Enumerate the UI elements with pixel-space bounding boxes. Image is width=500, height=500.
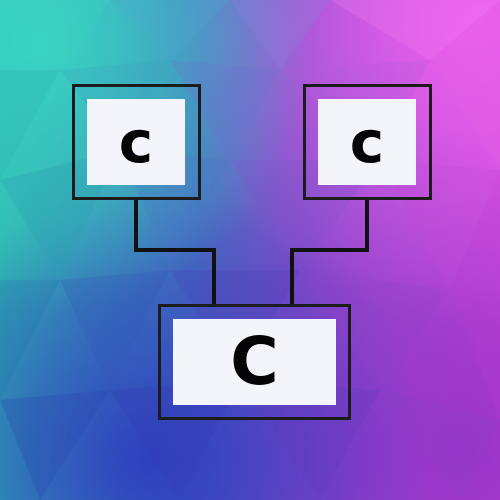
node-top-left-box: c <box>87 99 185 185</box>
node-top-left[interactable]: c <box>72 84 201 200</box>
node-top-right[interactable]: c <box>303 84 432 200</box>
connector-top-right-to-bottom <box>290 198 369 306</box>
connector-top-left-to-bottom <box>134 198 216 306</box>
node-bottom-label: C <box>230 323 279 400</box>
node-top-left-label: c <box>118 108 154 176</box>
node-top-right-label: c <box>349 108 385 176</box>
node-top-right-box: c <box>318 99 416 185</box>
node-bottom[interactable]: C <box>158 304 351 420</box>
node-bottom-box: C <box>173 319 336 405</box>
